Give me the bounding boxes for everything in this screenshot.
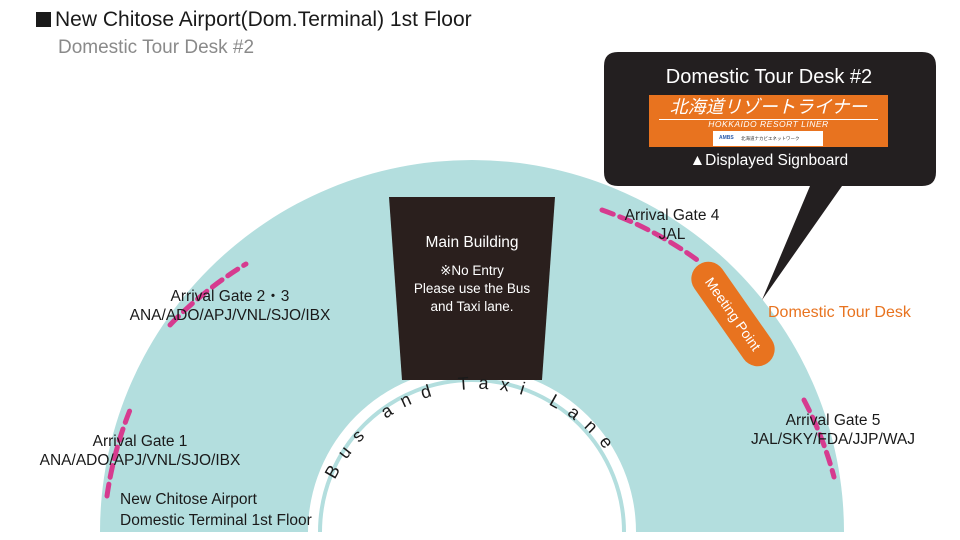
signboard-brand-logo: AMBS bbox=[719, 135, 734, 141]
gate-2-3-name: Arrival Gate 2・3 bbox=[170, 288, 290, 305]
main-building-title: Main Building bbox=[425, 234, 519, 251]
tour-desk-label: Domestic Tour Desk bbox=[768, 304, 911, 321]
page-title-text: New Chitose Airport(Dom.Terminal) 1st Fl… bbox=[55, 8, 472, 31]
signboard-english-text: HOKKAIDO RESORT LINER bbox=[708, 119, 829, 129]
arrival-gate-5: Arrival Gate 5 JAL/SKY/FDA/JJP/WAJ bbox=[733, 411, 933, 449]
bus-taxi-lane-ring bbox=[318, 378, 626, 533]
arrival-gate-4: Arrival Gate 4 JAL bbox=[612, 206, 732, 244]
gate-1-airlines: ANA/ADO/APJ/VNL/SJO/IBX bbox=[39, 452, 241, 469]
floor-label-line-2: Domestic Terminal 1st Floor bbox=[120, 512, 312, 529]
signboard-small-text: 北海道ナカビエネットワーク bbox=[741, 136, 800, 141]
gate-5-airlines: JAL/SKY/FDA/JJP/WAJ bbox=[751, 431, 915, 448]
main-building-note-3: and Taxi lane. bbox=[430, 299, 514, 314]
main-building-note-2: Please use the Bus bbox=[413, 281, 531, 296]
main-building-label: Main Building ※No Entry Please use the B… bbox=[389, 234, 555, 316]
floor-label: New Chitose Airport Domestic Terminal 1s… bbox=[120, 489, 312, 531]
title-square-icon bbox=[36, 12, 51, 27]
signboard-image: 北海道リゾートライナー HOKKAIDO RESORT LINER AMBS 北… bbox=[649, 95, 888, 147]
gate-marker-23 bbox=[167, 261, 249, 328]
gate-5-name: Arrival Gate 5 bbox=[785, 412, 881, 429]
gate-4-name: Arrival Gate 4 bbox=[624, 207, 720, 224]
gate-marker-1 bbox=[104, 407, 133, 499]
gate-markers bbox=[104, 207, 837, 499]
gate-marker-5 bbox=[801, 397, 837, 480]
signboard-logo-strip: AMBS 北海道ナカビエネットワーク bbox=[713, 131, 823, 146]
signboard-rule bbox=[659, 119, 878, 120]
floor-label-line-1: New Chitose Airport bbox=[120, 491, 257, 508]
arrival-gate-2-3: Arrival Gate 2・3 ANA/ADO/APJ/VNL/SJO/IBX bbox=[112, 287, 348, 325]
main-building-note-1: ※No Entry bbox=[440, 263, 504, 278]
gate-4-airlines: JAL bbox=[658, 226, 686, 243]
gate-1-name: Arrival Gate 1 bbox=[92, 433, 188, 450]
gate-2-3-airlines: ANA/ADO/APJ/VNL/SJO/IBX bbox=[129, 307, 331, 324]
callout-caption: ▲Displayed Signboard bbox=[689, 152, 849, 169]
arrival-gate-1: Arrival Gate 1 ANA/ADO/APJ/VNL/SJO/IBX bbox=[22, 432, 258, 470]
signboard-japanese-text: 北海道リゾートライナー bbox=[669, 97, 868, 117]
page-subtitle: Domestic Tour Desk #2 bbox=[58, 37, 255, 58]
gate-marker-4 bbox=[599, 207, 703, 265]
page-title: New Chitose Airport(Dom.Terminal) 1st Fl… bbox=[36, 8, 472, 32]
main-building-block bbox=[389, 197, 555, 380]
callout-title: Domestic Tour Desk #2 bbox=[665, 66, 873, 88]
